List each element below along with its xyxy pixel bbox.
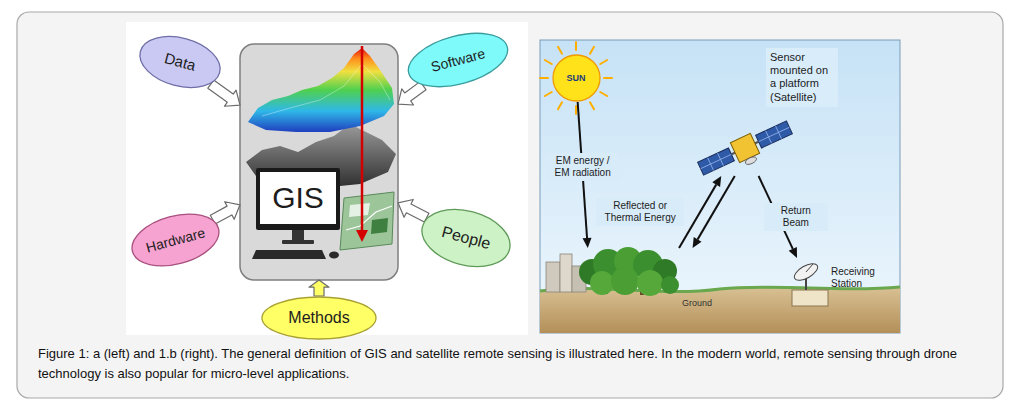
map-patch	[349, 203, 370, 217]
overlay-axis-line	[361, 46, 364, 231]
caption-area: Figure 1: a (left) and 1.b (right). The …	[38, 344, 982, 384]
edge-label-holder: EM energy / EM radiation	[548, 153, 618, 181]
monitor-frame	[256, 168, 340, 230]
sun-ray	[600, 60, 607, 64]
mouse	[329, 252, 339, 259]
energy-label: Return Beam	[764, 203, 828, 231]
panel-grid	[701, 154, 732, 168]
overlay-axis-head	[356, 230, 368, 242]
sun-circle-shape	[553, 55, 600, 101]
arrow-line	[698, 176, 735, 239]
energy-label: EM energy / EM radiation	[548, 153, 618, 181]
gis-component-box: GIS	[240, 44, 398, 280]
ground-area: Ground	[570, 248, 720, 312]
arrow-head	[583, 238, 592, 248]
software-ellipse: Software	[401, 22, 514, 97]
remote-sensing-panel	[540, 40, 900, 333]
sun-ray	[604, 77, 612, 79]
block-arrow	[398, 199, 429, 222]
methods-ellipse-shape	[262, 297, 376, 339]
block-arrow-shape	[398, 82, 426, 105]
people-ellipse-shape	[416, 200, 517, 275]
block-arrow	[208, 80, 240, 106]
gis-panel	[126, 22, 528, 335]
arrow-head	[789, 247, 797, 258]
arrow-head	[693, 237, 702, 248]
satellite-platform: Sensor mounted on a platform (Satellite)	[700, 118, 790, 176]
dish-antenna	[792, 260, 821, 283]
elevation-surface	[248, 48, 394, 132]
edge-label-holder: Reflected or Thermal Energy	[596, 198, 684, 226]
station-building	[792, 290, 828, 306]
energy-arrow	[693, 176, 735, 248]
sun-ray	[545, 92, 552, 96]
building	[546, 262, 560, 292]
receiving-station-label: Receiving Station	[831, 266, 881, 290]
sun-circle-label: SUN	[566, 73, 585, 84]
sun-ray	[590, 47, 594, 54]
map-patch	[371, 218, 388, 234]
tree-crown	[611, 267, 639, 295]
sun-ray	[540, 77, 548, 79]
gis-component-box-label: GIS	[260, 172, 336, 224]
sun-ray	[575, 106, 577, 114]
block-arrow-shape	[210, 202, 240, 224]
ground-area-label: Ground	[682, 298, 712, 309]
receiving-station: Receiving Station	[785, 258, 835, 308]
contour-line	[262, 64, 390, 116]
block-arrow	[309, 280, 329, 296]
solar-panel	[698, 148, 735, 175]
block-arrow-shape	[309, 280, 329, 296]
satellite-platform-label: Sensor mounted on a platform (Satellite)	[766, 48, 838, 107]
panel-grid	[759, 127, 790, 141]
figure-frame	[17, 12, 1003, 398]
sun-ray	[600, 92, 607, 96]
block-arrow-shape	[208, 80, 240, 106]
data-ellipse-shape	[134, 28, 226, 96]
building	[560, 254, 572, 292]
data-ellipse: Data	[133, 27, 227, 97]
keyboard	[252, 250, 326, 259]
monitor-base	[282, 240, 314, 244]
sun-ray	[558, 47, 562, 54]
monitor-stand	[292, 230, 304, 240]
block-arrow	[210, 202, 240, 224]
hardware-ellipse-shape	[126, 205, 224, 274]
land-cover-map	[340, 192, 394, 250]
arrow-head	[712, 176, 721, 187]
sun-rays	[540, 42, 612, 114]
hardware-ellipse: Hardware	[125, 204, 226, 276]
block-arrow	[398, 82, 426, 105]
gis-component-square	[240, 44, 398, 280]
sun-circle: SUN	[552, 54, 601, 102]
people-ellipse: People	[414, 199, 517, 277]
figure-caption: Figure 1: a (left) and 1.b (right). The …	[38, 344, 982, 384]
sun-ray	[590, 102, 594, 109]
edge-label-holder: Return Beam	[764, 203, 828, 231]
energy-label: Reflected or Thermal Energy	[596, 198, 684, 226]
sun-ray	[545, 60, 552, 64]
methods-ellipse-label: Methods	[288, 308, 349, 327]
tree-crown	[637, 270, 663, 296]
monitor-screen	[260, 172, 336, 224]
sun-ray	[575, 42, 577, 50]
tree-crown	[590, 271, 614, 295]
block-arrow-shape	[398, 199, 429, 222]
ground-soil	[540, 286, 900, 333]
satellite	[696, 117, 797, 184]
tree-crown	[661, 276, 679, 294]
sun-ray	[558, 102, 562, 109]
map-road	[346, 206, 392, 230]
solar-panel	[756, 121, 793, 148]
methods-ellipse: Methods	[261, 296, 377, 340]
dish-feed	[806, 264, 813, 272]
satellite-sensor	[744, 155, 757, 166]
energy-arrow	[679, 176, 721, 248]
software-ellipse-shape	[403, 24, 514, 97]
